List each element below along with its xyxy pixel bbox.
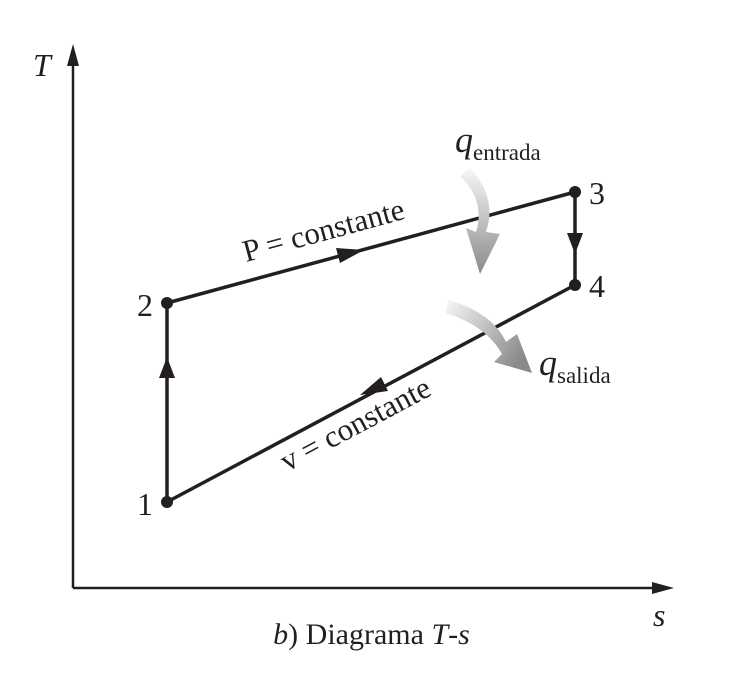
figure-caption: b) Diagrama T-s <box>0 618 743 652</box>
heat-in-subscript: entrada <box>473 140 541 165</box>
process-2-3 <box>165 190 577 305</box>
point-2 <box>161 297 173 309</box>
heat-in-label: qentrada <box>455 120 541 165</box>
point-2-label: 2 <box>137 287 153 323</box>
point-1 <box>161 496 173 508</box>
arrow-2-3-icon <box>336 248 364 263</box>
heat-in-arrow-icon <box>460 168 500 274</box>
point-4-label: 4 <box>589 268 605 304</box>
heat-out-symbol: q <box>539 343 557 383</box>
caption-dash: - <box>448 618 459 651</box>
point-3-label: 3 <box>589 175 605 211</box>
point-3 <box>569 186 581 198</box>
y-axis-arrowhead <box>67 44 79 66</box>
arrow-3-4-icon <box>567 233 583 254</box>
caption-paren: ) <box>288 618 299 651</box>
point-1-label: 1 <box>137 486 153 522</box>
caption-var-t: T <box>431 618 449 651</box>
heat-in-symbol: q <box>455 120 473 160</box>
caption-prefix: b <box>273 618 289 651</box>
isochore-label: v = constante <box>274 370 437 479</box>
arrow-4-1-icon <box>360 377 388 395</box>
caption-text: Diagrama <box>298 618 432 651</box>
process-4-1 <box>165 283 577 504</box>
point-4 <box>569 279 581 291</box>
x-axis-label: s <box>653 597 665 633</box>
heat-out-label: qsalida <box>539 343 611 388</box>
heat-out-arrow-icon <box>446 300 532 373</box>
y-axis-label: T <box>33 47 53 83</box>
arrow-1-2-icon <box>159 357 175 378</box>
caption-var-s: s <box>458 618 470 651</box>
heat-out-subscript: salida <box>557 363 611 388</box>
state-points <box>161 186 581 508</box>
axes <box>71 60 660 590</box>
isobar-label: P = constante <box>239 191 409 268</box>
x-axis-arrowhead <box>652 582 674 594</box>
